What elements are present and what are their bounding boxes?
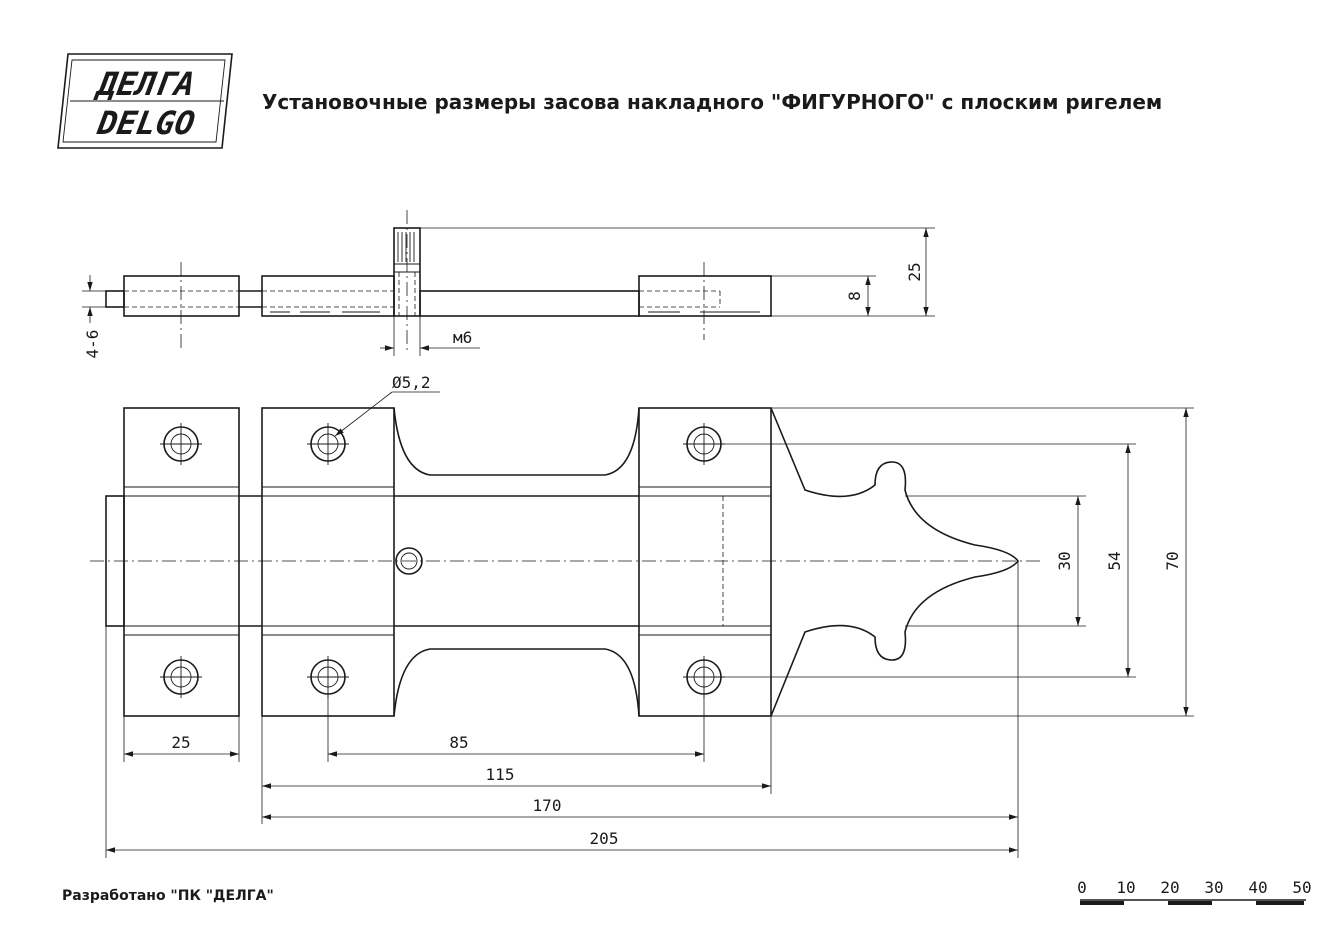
scale-label-10: 10 xyxy=(1116,878,1135,897)
mounting-holes xyxy=(163,426,722,695)
dim-hole-diameter: Ø5,2 xyxy=(392,373,431,392)
plan-view: Ø5,2 30 54 70 25 85 xyxy=(90,373,1194,858)
dim-length-115: 115 xyxy=(486,765,515,784)
dim-length-85: 85 xyxy=(449,733,468,752)
dim-width-70: 70 xyxy=(1163,551,1182,570)
scale-bar: 0 10 20 30 40 50 xyxy=(1077,878,1312,905)
dim-length-25: 25 xyxy=(171,733,190,752)
dim-height-25: 25 xyxy=(905,262,924,281)
side-left-clip xyxy=(123,275,240,317)
dim-thread-m6: м6 xyxy=(453,328,472,347)
plan-figured-bolt-head xyxy=(770,407,1019,717)
page-title: Установочные размеры засова накладного "… xyxy=(262,90,1163,114)
developer-credit: Разработано "ПК "ДЕЛГА" xyxy=(62,888,274,904)
plan-right-keeper xyxy=(638,407,772,717)
dim-height-8: 8 xyxy=(845,291,864,301)
scale-label-0: 0 xyxy=(1077,878,1087,897)
dim-length-205: 205 xyxy=(590,829,619,848)
dim-length-170: 170 xyxy=(533,796,562,815)
scale-label-50: 50 xyxy=(1292,878,1311,897)
side-view: 25 8 м6 4-6 xyxy=(82,210,935,358)
dim-width-30: 30 xyxy=(1055,551,1074,570)
dim-width-54: 54 xyxy=(1105,551,1124,570)
side-bolt-plate xyxy=(419,290,640,317)
side-main-body xyxy=(261,275,395,317)
plan-figured-top xyxy=(393,407,640,476)
side-rod-end xyxy=(105,290,125,308)
scale-label-20: 20 xyxy=(1160,878,1179,897)
scale-label-30: 30 xyxy=(1204,878,1223,897)
logo-text-cyrillic: ДЕЛГА xyxy=(92,65,198,103)
delga-logo: ДЕЛГА DELGO xyxy=(57,53,233,149)
side-right-keeper xyxy=(638,275,772,317)
logo-text-latin: DELGO xyxy=(94,104,198,142)
dim-rod-4-6: 4-6 xyxy=(83,330,102,359)
scale-label-40: 40 xyxy=(1248,878,1267,897)
plan-figured-bottom xyxy=(393,648,640,717)
